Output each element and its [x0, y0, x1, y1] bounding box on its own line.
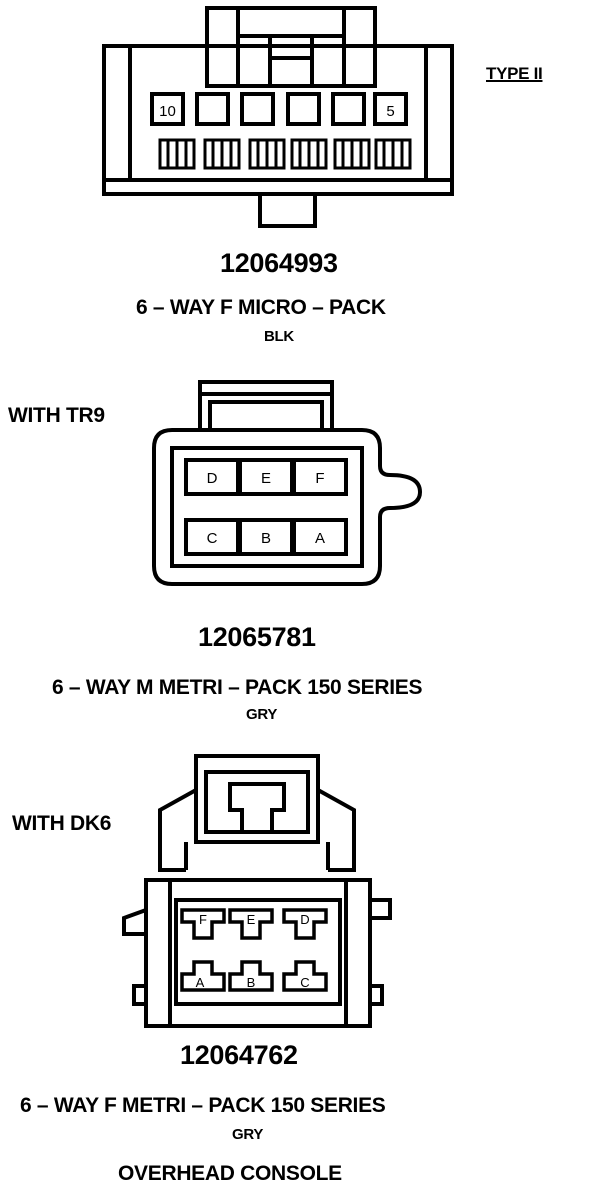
pin-label-f: F	[199, 912, 207, 927]
connector-description: 6 – WAY F METRI – PACK 150 SERIES	[20, 1094, 386, 1117]
pin-label-b: B	[247, 975, 256, 990]
connector-12064762-drawing: F E D A B C	[122, 754, 392, 1028]
pin-label-a: A	[315, 530, 325, 547]
connector-12065781-drawing: D E F C B A	[152, 380, 423, 586]
pin-label-e: E	[261, 470, 271, 487]
pin-label-10: 10	[159, 103, 176, 120]
pin-label-c: C	[207, 530, 218, 547]
pin-label-c: C	[300, 975, 309, 990]
part-number-12064762: 12064762	[180, 1040, 298, 1070]
pin-label-f: F	[315, 470, 324, 487]
option-label-tr9: WITH TR9	[8, 404, 105, 427]
connector-description: 6 – WAY M METRI – PACK 150 SERIES	[52, 676, 423, 699]
part-number-12064993: 12064993	[220, 248, 338, 278]
option-label-dk6: WITH DK6	[12, 812, 112, 835]
connector-description: 6 – WAY F MICRO – PACK	[136, 296, 386, 319]
connector-12064993-drawing: 10 5	[102, 6, 454, 228]
location-label: OVERHEAD CONSOLE	[118, 1162, 342, 1185]
connector-color: GRY	[246, 706, 278, 723]
pin-label-d: D	[300, 912, 309, 927]
connector-color: GRY	[232, 1126, 264, 1143]
part-number-12065781: 12065781	[198, 622, 316, 652]
pin-cavities	[184, 458, 348, 556]
connector-color: BLK	[264, 328, 294, 345]
type-label: TYPE II	[486, 64, 543, 83]
pin-cavities-top-row	[150, 92, 408, 126]
pin-cavities	[180, 908, 328, 992]
pin-label-b: B	[261, 530, 271, 547]
pin-label-5: 5	[386, 103, 394, 120]
pin-label-d: D	[207, 470, 218, 487]
terminal-slots-bottom-row	[158, 138, 412, 170]
pin-label-a: A	[196, 975, 205, 990]
pin-label-e: E	[247, 912, 256, 927]
